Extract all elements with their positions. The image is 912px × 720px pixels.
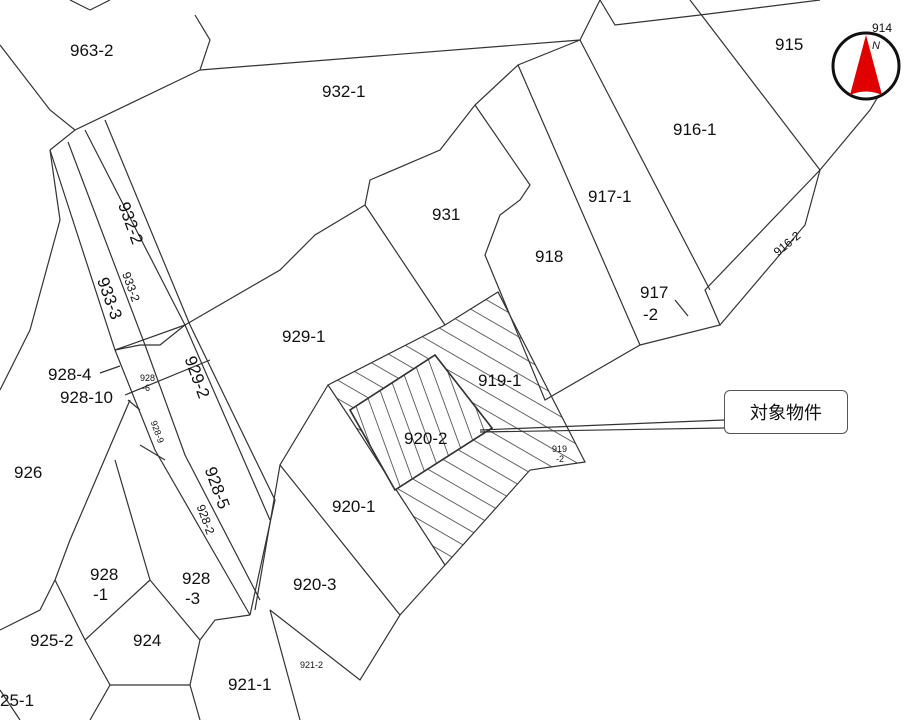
- subject-property-callout: 対象物件: [724, 390, 848, 434]
- parcel-label: 921-2: [300, 660, 323, 670]
- parcel-label: 932-1: [322, 82, 365, 101]
- parcel-label: -2: [643, 305, 658, 324]
- parcel-label: 963-2: [70, 41, 113, 60]
- parcel-label: 918: [535, 247, 563, 266]
- parcel-label: 926: [14, 463, 42, 482]
- parcel-label: 914: [872, 21, 892, 35]
- parcel-label: 919-1: [478, 371, 521, 390]
- parcel-label: 928-4: [48, 365, 91, 384]
- parcel-label: -2: [556, 454, 564, 464]
- parcel-label: 924: [133, 631, 161, 650]
- parcel-label: 931: [432, 205, 460, 224]
- parcel-label: 932-2: [114, 199, 147, 246]
- parcel-label: 928-2: [194, 503, 218, 537]
- parcel-label: 921-1: [228, 675, 271, 694]
- parcel-label: 928: [182, 569, 210, 588]
- parcel-label: 919: [552, 444, 567, 454]
- parcel-label: 915: [775, 35, 803, 54]
- parcel-label: 25-1: [0, 691, 34, 710]
- parcel-label: -1: [93, 585, 108, 604]
- parcel-label: 928: [90, 565, 118, 584]
- parcel-label: -3: [185, 589, 200, 608]
- parcel-label: 929-1: [282, 327, 325, 346]
- compass-label: N: [872, 40, 880, 52]
- hatched-subject-area: [327, 291, 586, 566]
- parcel-label: 928: [140, 373, 155, 383]
- parcel-label: 928-10: [60, 388, 113, 407]
- parcel-label: 920-1: [332, 497, 375, 516]
- parcel-label: 916-1: [673, 120, 716, 139]
- parcel-label: -6: [142, 383, 150, 393]
- parcel-label: 920-2: [404, 429, 447, 448]
- leader-arrows: [99, 299, 725, 433]
- north-compass: N: [831, 31, 901, 101]
- north-arrow-icon: [850, 35, 882, 95]
- parcel-label: 925-2: [30, 631, 73, 650]
- parcel-label: 920-3: [293, 575, 336, 594]
- parcel-label: 917-1: [588, 187, 631, 206]
- parcel-label: 917: [640, 283, 668, 302]
